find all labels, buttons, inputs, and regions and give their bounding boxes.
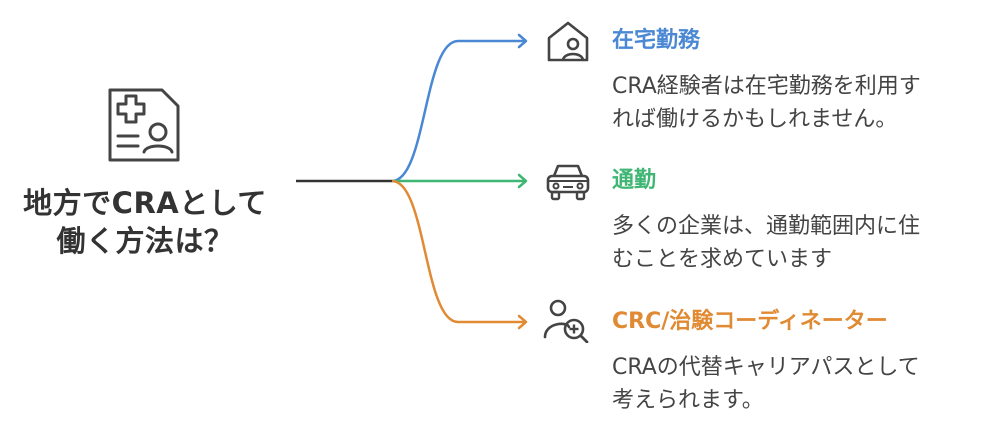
branch-line-remote [391, 39, 526, 183]
branch-title-commute: 通勤 [612, 168, 657, 193]
arrowhead-icon [517, 314, 528, 330]
arrowhead-icon [517, 33, 528, 49]
branch-title-crc: CRC/治験コーディネーター [612, 309, 888, 334]
house-person-icon [547, 21, 589, 62]
person-medical-search-icon [543, 299, 589, 343]
medical-profile-card-icon [108, 88, 180, 162]
branch-description-commute: 多くの企業は、通勤範囲内に住 むことを求めています [612, 214, 921, 272]
branch-line-crc [391, 179, 526, 324]
root-title: 地方でCRAとして 働く方法は？ [23, 186, 267, 258]
branch-description-remote: CRA経験者は在宅勤務を利用す れば働けるかもしれません。 [612, 74, 921, 132]
branch-title-remote: 在宅勤務 [612, 28, 701, 53]
car-icon [546, 164, 590, 201]
branch-description-crc: CRAの代替キャリアパスとして 考えられます。 [612, 355, 920, 413]
arrowhead-icon [517, 173, 528, 189]
